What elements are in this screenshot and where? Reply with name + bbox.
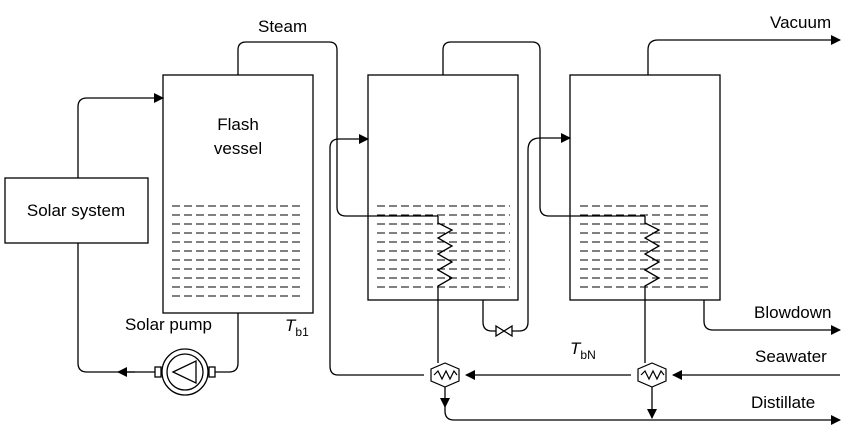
solar-system-label: Solar system	[27, 201, 125, 220]
steam-line-2	[442, 41, 645, 217]
steam-line-1	[237, 41, 438, 217]
tbn-label: TbN	[570, 339, 596, 362]
heat-exchanger-icon	[637, 362, 667, 388]
heating-coil-n	[643, 216, 661, 363]
solar-system-box	[4, 177, 149, 244]
vacuum-line	[647, 35, 841, 75]
flash-vessel	[162, 74, 314, 314]
distillate-line	[444, 407, 841, 425]
seawater-label: Seawater	[755, 347, 827, 366]
stage-vessel-n	[569, 74, 721, 301]
vacuum-label: Vacuum	[770, 13, 831, 32]
blowdown-label: Blowdown	[754, 303, 832, 322]
steam-label: Steam	[258, 17, 307, 36]
solar-pump-icon	[154, 348, 216, 396]
solar-return-line	[215, 313, 239, 373]
brine-levels	[172, 205, 712, 297]
heat-exchanger-icon	[430, 362, 460, 388]
solar-return-line-2	[77, 243, 155, 373]
recirc-line-1	[329, 134, 369, 376]
stage-vessel-2	[367, 74, 519, 301]
solar-pump-label: Solar pump	[125, 315, 212, 334]
solar-feed-line	[77, 93, 164, 178]
heating-coil-2	[436, 216, 454, 363]
distillate-label: Distillate	[751, 393, 815, 412]
flash-vessel-label: Flash	[217, 115, 259, 134]
brine-transfer-line	[482, 133, 571, 332]
blowdown-line	[703, 300, 841, 335]
tb1-label: Tb1	[285, 316, 309, 339]
flash-vessel-label-2: vessel	[214, 139, 262, 158]
valve-icon	[495, 324, 513, 338]
